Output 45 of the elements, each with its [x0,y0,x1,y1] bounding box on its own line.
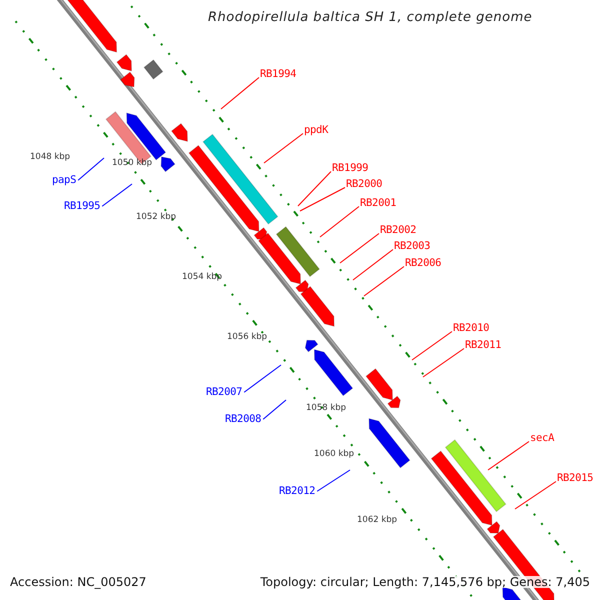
leader-line [352,249,394,280]
leader-line [264,133,304,164]
leader-line [316,470,350,492]
leader-line [364,266,404,296]
gene-label: RB2011 [465,340,502,350]
gene-label: RB2012 [279,486,316,496]
leader-line [422,348,464,378]
accession-text: Accession: NC_005027 [10,576,146,588]
leader-line [514,481,556,510]
scale-label: 1050 kbp [112,159,152,168]
leader-line [340,233,380,264]
gene-label: RB1999 [332,163,368,174]
gene-label: papS [52,175,76,186]
scale-label: 1056 kbp [227,333,268,342]
leader-line [102,184,132,207]
gene-label: ppdK [304,125,328,136]
gene-label: RB2001 [360,198,396,208]
scale-label: 1054 kbp [182,273,222,282]
gene-label: RB2015 [557,473,594,484]
scale-label: 1048 kbp [30,153,70,162]
leader-line [320,206,360,238]
leader-line [78,158,104,181]
gene-label: RB2002 [380,225,416,236]
gene-label: RB2008 [225,414,262,424]
scale-label: 1058 kbp [306,404,346,412]
gene-label: RB2010 [453,323,490,334]
leader-line [412,331,452,360]
leader-line [298,171,332,206]
leader-line [244,364,282,393]
genome-stats-text: Topology: circular; Length: 7,145,576 bp; Genes: 7,405 [260,576,590,588]
leader-line [488,441,530,470]
gene-label: RB2006 [405,258,442,268]
gene-label: RB2007 [206,387,242,398]
leader-line [300,187,346,212]
gene-label: secA [530,433,554,444]
scale-label: 1062 kbp [357,516,398,524]
gene-label: RB2000 [346,179,382,190]
scale-label: 1060 kbp [314,450,354,458]
title-text: Rhodopirellula baltica SH 1, complete genome [208,11,532,24]
leader-line [220,77,260,110]
scale-label: 1052 kbp [136,213,176,222]
gene-label: RB2003 [394,241,430,252]
gene-label: RB1994 [260,69,296,80]
gene-label: RB1995 [64,201,100,212]
leader-line [262,400,286,420]
